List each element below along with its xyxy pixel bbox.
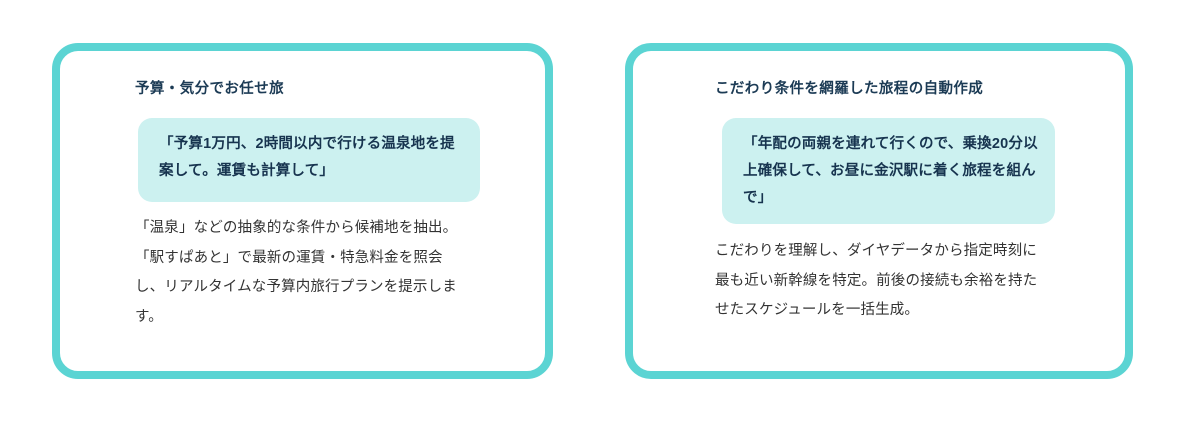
card-content-1: 予算・気分でお任せ旅 「予算1万円、2時間以内で行ける温泉地を提案して。運賃も計… <box>60 51 545 371</box>
feature-card-itinerary-auto-creation: こだわり条件を網羅した旅程の自動作成 「年配の両親を連れて行くので、乗換20分以… <box>625 43 1133 379</box>
card-body-text-1: 「温泉」などの抽象的な条件から候補地を抽出。「駅すぱあと」で最新の運賃・特急料金… <box>135 220 458 326</box>
card-quote-box-2: 「年配の両親を連れて行くので、乗換20分以上確保して、お昼に金沢駅に着く旅程を組… <box>722 118 1055 224</box>
card-quote-text-1: 「予算1万円、2時間以内で行ける温泉地を提案して。運賃も計算して」 <box>159 136 455 179</box>
card-body-text-2: こだわりを理解し、ダイヤデータから指定時刻に最も近い新幹線を特定。前後の接続も余… <box>715 243 1038 319</box>
card-quote-text-2: 「年配の両親を連れて行くので、乗換20分以上確保して、お昼に金沢駅に着く旅程を組… <box>743 136 1038 206</box>
card-title-2: こだわり条件を網羅した旅程の自動作成 <box>715 81 984 97</box>
card-quote-box-1: 「予算1万円、2時間以内で行ける温泉地を提案して。運賃も計算して」 <box>138 118 480 202</box>
card-title-1: 予算・気分でお任せ旅 <box>135 81 284 97</box>
feature-card-budget-trip: 予算・気分でお任せ旅 「予算1万円、2時間以内で行ける温泉地を提案して。運賃も計… <box>52 43 553 379</box>
card-content-2: こだわり条件を網羅した旅程の自動作成 「年配の両親を連れて行くので、乗換20分以… <box>633 51 1125 371</box>
